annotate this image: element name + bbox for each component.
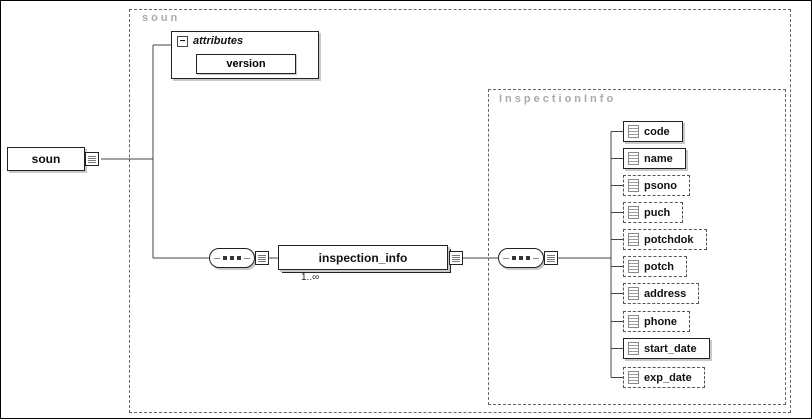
sequence-dash [503, 257, 509, 259]
sequence-dot [230, 256, 234, 260]
element-node-start-date[interactable]: start_date [623, 338, 710, 359]
attribute-node-version[interactable]: version [196, 54, 296, 74]
element-node-potch[interactable]: potch [623, 256, 687, 277]
inspection-info-expand-handle[interactable] [449, 251, 463, 265]
element-icon [628, 342, 639, 355]
element-node-name[interactable]: name [623, 148, 686, 169]
element-node-psono[interactable]: psono [623, 175, 690, 196]
element-icon [628, 206, 639, 219]
element-node-puch[interactable]: puch [623, 202, 684, 223]
sequence-compositor-icon[interactable] [498, 248, 544, 268]
element-label: code [644, 125, 670, 138]
sequence-dot [223, 256, 227, 260]
root-element-soun[interactable]: soun [7, 147, 85, 171]
sequence-dot [237, 256, 241, 260]
element-node-phone[interactable]: phone [623, 311, 690, 332]
inner-container-label: InspectionInfo [499, 93, 617, 105]
sequence-dash [533, 257, 539, 259]
element-icon [628, 287, 639, 300]
sequence-expand-handle[interactable] [255, 251, 269, 265]
element-icon [628, 260, 639, 273]
root-element-label: soun [31, 152, 61, 166]
element-label: inspection_info [318, 250, 408, 265]
complex-type-container-inspectioninfo [488, 89, 786, 405]
root-expand-handle[interactable] [85, 152, 99, 166]
complex-type-container-soun [129, 9, 791, 413]
complex-type-label: soun [142, 12, 181, 24]
sequence-compositor-icon[interactable] [209, 248, 255, 268]
element-label: potchdok [644, 233, 694, 246]
element-icon [628, 179, 639, 192]
sequence-dot [512, 256, 516, 260]
element-node-inspection-info[interactable]: inspection_info [278, 245, 451, 273]
element-icon [628, 371, 639, 384]
element-label: puch [644, 206, 671, 219]
collapse-icon[interactable]: − [177, 35, 188, 47]
element-node-potchdok[interactable]: potchdok [623, 229, 707, 250]
element-icon [628, 152, 639, 165]
attributes-header-label: attributes [193, 35, 244, 47]
element-label: potch [644, 260, 674, 273]
attributes-header: − attributes [172, 32, 318, 47]
attributes-group: − attributes version [171, 31, 319, 79]
element-label: phone [644, 315, 677, 328]
element-node-exp-date[interactable]: exp_date [623, 367, 705, 388]
attribute-label: version [226, 58, 266, 70]
sequence-dash [214, 257, 220, 259]
sequence-dash [244, 257, 250, 259]
element-label: start_date [644, 342, 697, 355]
sequence-dot [526, 256, 530, 260]
element-label: psono [644, 179, 677, 192]
element-node-code[interactable]: code [623, 121, 683, 142]
element-icon [628, 125, 639, 138]
element-node-address[interactable]: address [623, 283, 700, 304]
element-icon [628, 315, 639, 328]
cardinality-label: 1..∞ [301, 272, 320, 283]
sequence-expand-handle[interactable] [544, 251, 558, 265]
element-label: exp_date [644, 371, 692, 384]
element-label: address [644, 287, 687, 300]
element-label: name [644, 152, 673, 165]
element-icon [628, 233, 639, 246]
sequence-dot [519, 256, 523, 260]
